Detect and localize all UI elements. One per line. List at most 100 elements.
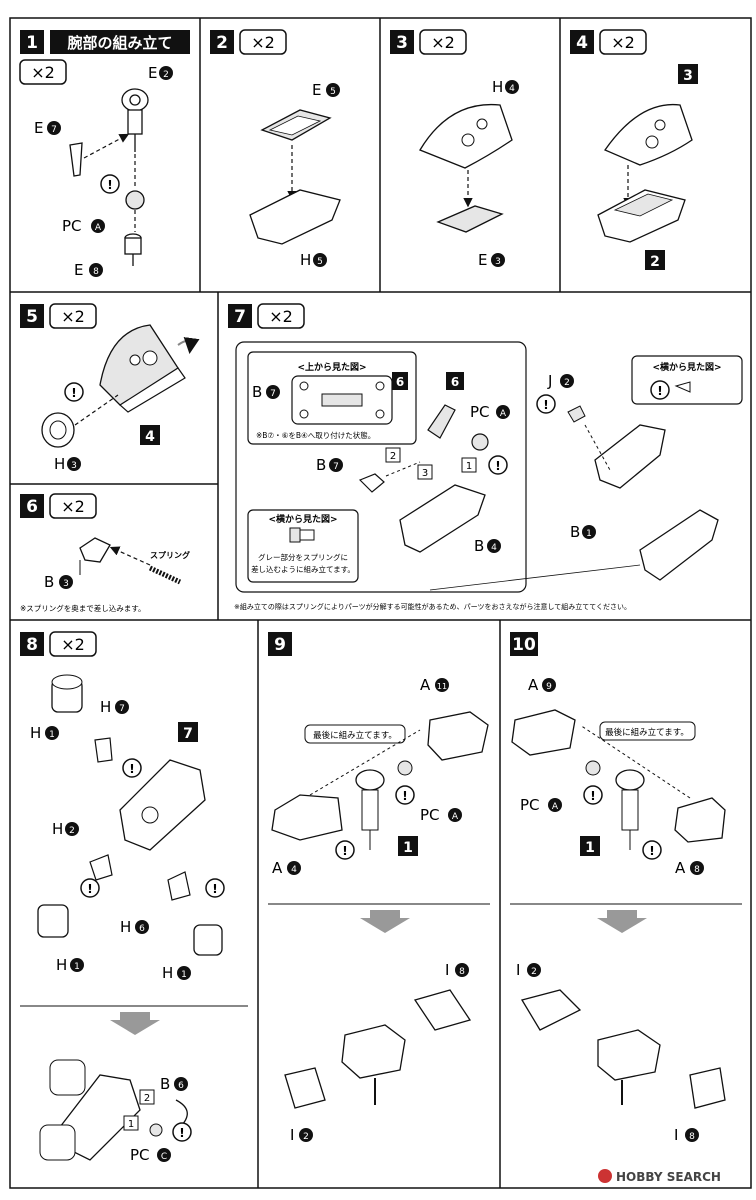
- svg-text:×2: ×2: [61, 635, 85, 654]
- svg-text:2: 2: [531, 967, 537, 977]
- step-4: 4 ×2 3 2: [570, 29, 698, 270]
- svg-text:7: 7: [270, 389, 276, 399]
- svg-text:A: A: [272, 859, 283, 877]
- svg-text:8: 8: [689, 1132, 695, 1142]
- svg-text:PC: PC: [420, 806, 440, 824]
- svg-text:×2: ×2: [251, 33, 275, 52]
- svg-text:!: !: [107, 178, 112, 192]
- svg-text:2: 2: [303, 1132, 309, 1142]
- svg-text:2: 2: [69, 826, 75, 836]
- svg-text:H: H: [54, 455, 65, 473]
- svg-text:1: 1: [74, 962, 80, 972]
- svg-text:1: 1: [403, 840, 413, 856]
- svg-text:A: A: [500, 409, 507, 419]
- svg-text:I: I: [290, 1126, 294, 1144]
- svg-text:スプリング: スプリング: [150, 550, 190, 560]
- svg-text:!: !: [402, 789, 407, 803]
- part-b4: [399, 484, 486, 553]
- svg-text:×2: ×2: [269, 307, 293, 326]
- caution-icon: [100, 174, 120, 194]
- svg-text:※組み立ての際はスプリングによりパーツが分解する可能性がある: ※組み立ての際はスプリングによりパーツが分解する可能性があるため、パーツをおさえ…: [234, 602, 631, 611]
- svg-text:H: H: [100, 698, 111, 716]
- svg-text:9: 9: [546, 682, 552, 692]
- svg-text:B: B: [160, 1075, 170, 1093]
- svg-text:!: !: [590, 789, 595, 803]
- svg-text:H: H: [52, 820, 63, 838]
- watermark: HOBBY SEARCH: [598, 1169, 721, 1184]
- svg-text:E: E: [74, 261, 83, 279]
- svg-text:6: 6: [178, 1081, 184, 1091]
- down-arrow-icon: [110, 1012, 160, 1035]
- part-e3: [436, 205, 504, 233]
- svg-text:I: I: [674, 1126, 678, 1144]
- svg-text:5: 5: [26, 307, 38, 327]
- svg-text:!: !: [71, 386, 76, 400]
- svg-text:B: B: [570, 523, 580, 541]
- svg-text:A: A: [552, 802, 559, 812]
- svg-text:5: 5: [330, 87, 336, 97]
- svg-text:2: 2: [216, 33, 228, 53]
- step-10: 10 A 9 最後に組み立てます。 ! PC A 1 ! A 8 I 2 I 8: [510, 632, 742, 1144]
- part-e7: [69, 142, 83, 177]
- svg-text:6: 6: [396, 375, 404, 389]
- svg-text:7: 7: [234, 307, 246, 327]
- svg-text:2: 2: [144, 1093, 150, 1104]
- svg-text:H: H: [120, 918, 131, 936]
- svg-text:最後に組み立てます。: 最後に組み立てます。: [313, 730, 397, 741]
- svg-text:J: J: [547, 372, 552, 390]
- svg-text:B: B: [44, 573, 54, 591]
- svg-text:PC: PC: [130, 1146, 150, 1164]
- svg-text:C: C: [161, 1152, 167, 1162]
- svg-text:※B⑦・⑥をB④へ取り付けた状態。: ※B⑦・⑥をB④へ取り付けた状態。: [256, 430, 375, 440]
- part-a11: [427, 711, 489, 761]
- svg-text:グレー部分をスプリングに: グレー部分をスプリングに: [258, 552, 348, 562]
- svg-text:B: B: [252, 383, 262, 401]
- svg-text:7: 7: [51, 125, 57, 135]
- svg-text:A: A: [528, 676, 539, 694]
- svg-text:3: 3: [396, 33, 408, 53]
- svg-text:5: 5: [317, 257, 323, 267]
- svg-text:A: A: [420, 676, 431, 694]
- svg-text:3: 3: [422, 468, 428, 479]
- panel-borders: [9, 17, 752, 1189]
- step-9: 9 A 11 最後に組み立てます。 A 4 ! PC A ! 1 I 8 I 2: [268, 632, 490, 1144]
- svg-text:7: 7: [183, 726, 193, 742]
- svg-text:!: !: [129, 762, 134, 776]
- svg-text:7: 7: [119, 704, 125, 714]
- svg-text:最後に組み立てます。: 最後に組み立てます。: [605, 727, 689, 738]
- svg-text:4: 4: [509, 84, 515, 94]
- step-title: 腕部の組み立て: [67, 34, 172, 52]
- svg-text:PC: PC: [470, 403, 490, 421]
- step-2: 2 ×2 E 5 H 5: [210, 29, 341, 269]
- part-7-block: [119, 759, 206, 851]
- svg-text:H: H: [56, 956, 67, 974]
- step-8: 8 ×2 H 1 H 7 ! 7 H 2 ! H 1 ! H 6 H 1: [20, 631, 248, 1164]
- svg-text:!: !: [87, 882, 92, 896]
- part-h5: [249, 189, 341, 245]
- svg-text:4: 4: [291, 865, 297, 875]
- svg-text:PC: PC: [62, 217, 82, 235]
- step-title-box: [50, 30, 190, 54]
- caution-icon: [64, 382, 84, 402]
- detail-frame: [235, 341, 527, 593]
- svg-text:×2: ×2: [61, 497, 85, 516]
- svg-text:8: 8: [459, 967, 465, 977]
- svg-text:8: 8: [694, 865, 700, 875]
- svg-text:×2: ×2: [431, 33, 455, 52]
- svg-text:A: A: [95, 223, 102, 233]
- svg-text:B: B: [474, 537, 484, 555]
- spring-icon: [148, 565, 182, 585]
- svg-text:3: 3: [495, 257, 501, 267]
- svg-text:8: 8: [93, 267, 99, 277]
- svg-text:4: 4: [576, 33, 588, 53]
- svg-text:<上から見た図>: <上から見た図>: [297, 361, 366, 373]
- svg-text:!: !: [543, 398, 548, 412]
- svg-text:I: I: [516, 961, 520, 979]
- svg-text:3: 3: [71, 461, 77, 471]
- svg-text:H: H: [300, 251, 311, 269]
- svg-text:1: 1: [586, 529, 592, 539]
- svg-text:H: H: [492, 78, 503, 96]
- svg-text:8: 8: [26, 635, 38, 655]
- svg-text:A: A: [675, 859, 686, 877]
- svg-text:×2: ×2: [611, 33, 635, 52]
